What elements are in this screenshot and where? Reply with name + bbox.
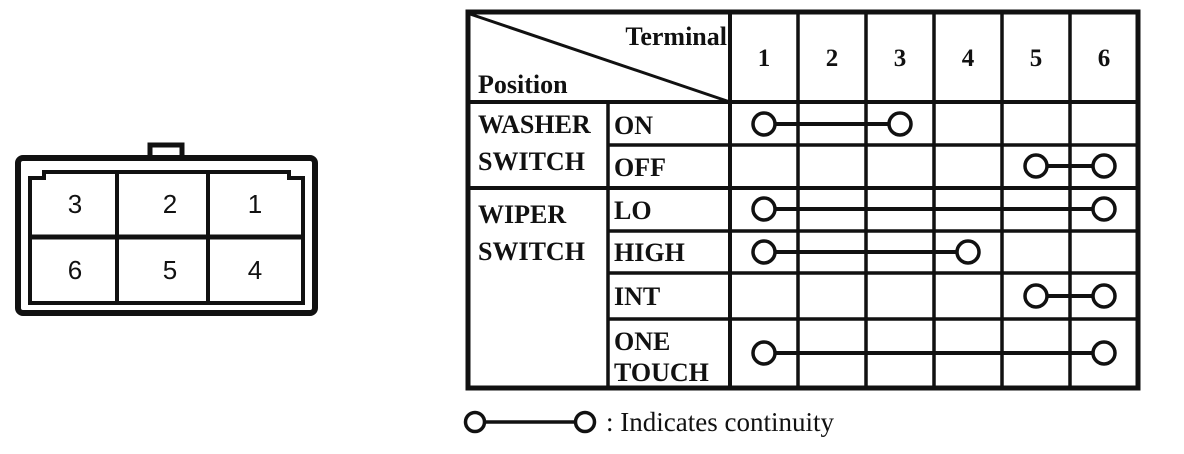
terminal-number: 3 (894, 45, 907, 72)
pin-number: 5 (163, 255, 177, 285)
terminal-header-label: Terminal (625, 22, 727, 51)
row-label-on: ON (614, 111, 653, 140)
continuity-terminal-circle (887, 111, 913, 137)
row-label-one-touch-line: ONE (614, 327, 670, 356)
terminal-number: 6 (1098, 45, 1111, 72)
table-outer-border (465, 9, 1141, 391)
terminal-number: 1 (758, 45, 771, 72)
row-label-high: HIGH (614, 238, 685, 267)
pin-number: 1 (248, 189, 262, 219)
continuity-terminal-circle (751, 239, 777, 265)
continuity-symbol-circle (573, 410, 597, 434)
position-row-labels: ON OFF LO HIGH INT ONE TOUCH (614, 111, 709, 387)
continuity-terminal-circle (1091, 283, 1117, 309)
connector-pinout-diagram: 3 2 1 6 5 4 (15, 142, 318, 316)
wiper-switch-label-line: WIPER (478, 200, 566, 229)
continuity-terminal-circle (955, 239, 981, 265)
table-header-text: Terminal Position 1 2 3 4 5 6 (478, 22, 1110, 99)
pin-number: 6 (68, 255, 82, 285)
pin-number: 3 (68, 189, 82, 219)
table-grid (465, 9, 1141, 391)
terminal-number: 4 (962, 45, 975, 72)
position-header-label: Position (478, 70, 568, 99)
wiper-switch-label-line: SWITCH (478, 237, 585, 266)
continuity-terminal-circle (751, 340, 777, 366)
row-label-lo: LO (614, 196, 652, 225)
pin-number: 4 (248, 255, 262, 285)
continuity-terminal-circle (1023, 283, 1049, 309)
row-label-off: OFF (614, 153, 666, 182)
continuity-terminal-circle (1091, 153, 1117, 179)
continuity-terminal-circle (1023, 153, 1049, 179)
continuity-terminal-circle (751, 111, 777, 137)
continuity-terminal-circle (1091, 340, 1117, 366)
continuity-terminal-circle (1091, 196, 1117, 222)
continuity-legend: : Indicates continuity (462, 400, 834, 444)
continuity-terminal-circle (751, 196, 777, 222)
terminal-number: 2 (826, 45, 839, 72)
continuity-symbol-circle (463, 410, 487, 434)
row-label-int: INT (614, 282, 660, 311)
continuity-marks (751, 111, 1117, 366)
continuity-table: Terminal Position 1 2 3 4 5 6 WASHER SWI… (465, 9, 1141, 391)
connector-pin-numbers: 3 2 1 6 5 4 (68, 189, 262, 285)
header-diagonal-line (469, 12, 731, 104)
washer-switch-label-line: WASHER (478, 110, 591, 139)
connector-cell-dividers (30, 172, 303, 303)
connector-inner-outline (28, 170, 305, 305)
row-label-one-touch-line: TOUCH (614, 358, 709, 387)
legend-text: : Indicates continuity (606, 406, 834, 437)
terminal-number: 5 (1030, 45, 1043, 72)
pin-number: 2 (163, 189, 177, 219)
washer-switch-label-line: SWITCH (478, 147, 585, 176)
continuity-symbol (463, 410, 597, 434)
switch-group-labels: WASHER SWITCH WIPER SWITCH (478, 110, 591, 266)
